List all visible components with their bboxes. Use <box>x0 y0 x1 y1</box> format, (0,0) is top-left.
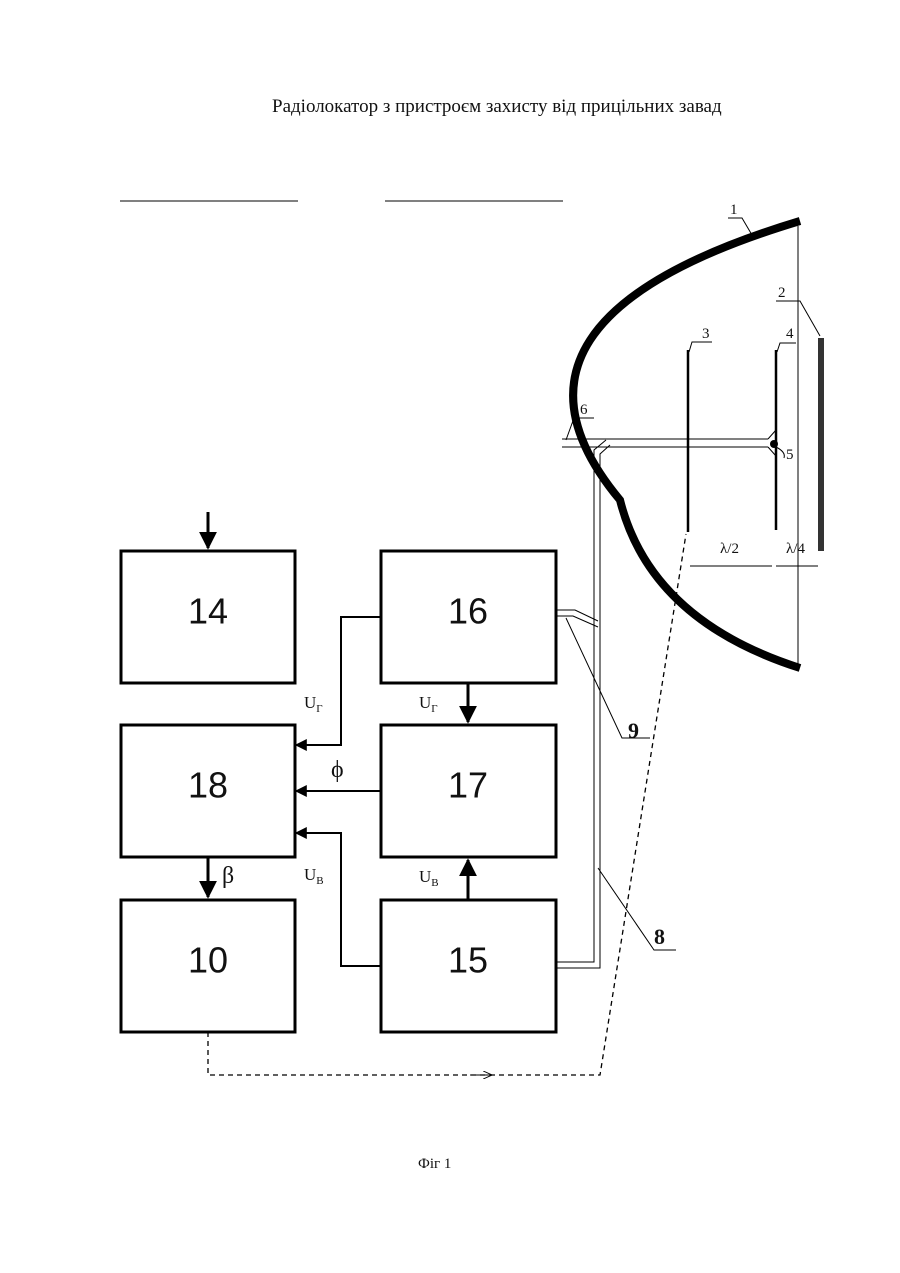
conn-16-to-18 <box>296 617 381 745</box>
label-4: 4 <box>786 326 794 342</box>
label-1: 1 <box>730 202 738 218</box>
figure-caption: Фіг 1 <box>418 1156 451 1173</box>
block-17-label: 17 <box>448 765 488 806</box>
label-quarter-wave: λ/4 <box>786 541 805 557</box>
block-17: 17 <box>381 725 556 857</box>
block-14-label: 14 <box>188 591 228 632</box>
leader-3 <box>689 342 712 352</box>
signal-beta: β <box>222 863 234 889</box>
junction-5 <box>770 440 778 448</box>
signal-uv-mid: UВ <box>419 867 439 889</box>
label-8: 8 <box>654 924 665 949</box>
block-16: 16 <box>381 551 556 683</box>
label-2: 2 <box>778 285 786 301</box>
block-18-label: 18 <box>188 765 228 806</box>
screen-2 <box>818 338 824 551</box>
reflector-1 <box>573 221 800 668</box>
signal-uv-left: UВ <box>304 865 324 887</box>
block-14: 14 <box>121 551 295 683</box>
label-3: 3 <box>702 326 710 342</box>
signal-ug-left: UГ <box>304 693 323 715</box>
label-9: 9 <box>628 718 639 743</box>
label-5: 5 <box>786 447 794 463</box>
block-15-label: 15 <box>448 940 488 981</box>
label-half-wave: λ/2 <box>720 541 739 557</box>
label-6: 6 <box>580 402 588 418</box>
block-15: 15 <box>381 900 556 1032</box>
block-18: 18 <box>121 725 295 857</box>
leader-1 <box>728 218 752 235</box>
leader-4 <box>777 343 796 352</box>
feed-line-16 <box>556 610 598 627</box>
block-10-label: 10 <box>188 940 228 981</box>
block-16-label: 16 <box>448 591 488 632</box>
feed-line-15 <box>556 440 610 968</box>
control-line-10 <box>208 1032 490 1075</box>
signal-phi: ϕ <box>331 757 344 783</box>
conn-15-to-18 <box>296 833 381 966</box>
block-10: 10 <box>121 900 295 1032</box>
signal-ug-mid: UГ <box>419 693 438 715</box>
